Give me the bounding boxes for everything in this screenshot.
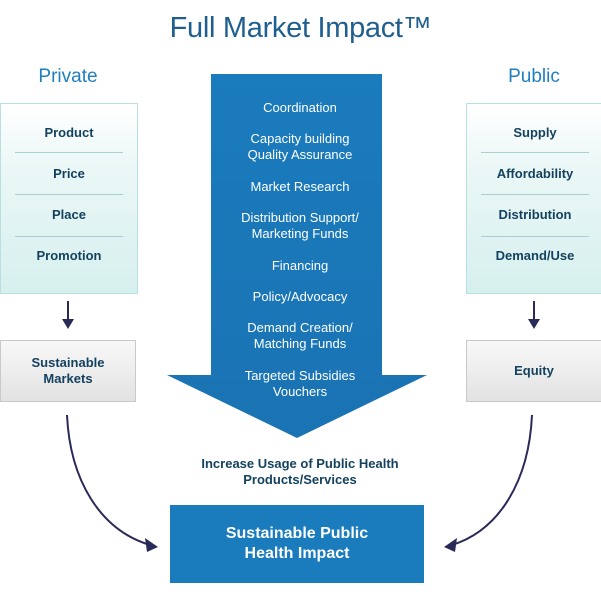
arrow-item-line: Demand Creation/ <box>247 320 353 335</box>
arrow-item-line: Distribution Support/ <box>241 210 359 225</box>
arrow-item-line: Policy/Advocacy <box>252 289 348 304</box>
arrow-item-line: Financing <box>271 258 329 273</box>
increase-usage-text: Increase Usage of Public Health Products… <box>150 456 450 488</box>
sustainable-markets-box: Sustainable Markets <box>0 340 136 402</box>
increase-usage-line2: Products/Services <box>243 472 357 487</box>
arrow-item-capacity: Capacity building Quality Assurance <box>200 131 400 163</box>
divider <box>15 236 123 237</box>
arrow-item-distribution-support: Distribution Support/ Marketing Funds <box>200 210 400 242</box>
public-heading: Public <box>508 66 560 87</box>
private-mix-box: Product Price Place Promotion <box>0 103 138 294</box>
private-item-promotion: Promotion <box>36 248 102 263</box>
arrow-item-policy: Policy/Advocacy <box>200 289 400 305</box>
right-curve-arrow <box>451 414 533 546</box>
private-item-price: Price <box>53 166 85 181</box>
private-heading: Private <box>38 66 98 87</box>
arrow-item-line: Targeted Subsidies <box>244 368 356 383</box>
public-item-affordability: Affordability <box>496 166 574 181</box>
arrow-item-coordination: Coordination <box>200 100 400 116</box>
divider <box>481 236 589 237</box>
page-title: Full Market Impact™ <box>169 12 432 44</box>
public-item-supply: Supply <box>513 125 557 140</box>
public-mix-box: Supply Affordability Distribution Demand… <box>466 103 601 294</box>
health-impact-line1: Sustainable Public <box>225 525 369 542</box>
public-down-arrow-icon <box>528 301 540 329</box>
divider <box>481 194 589 195</box>
equity-box: Equity <box>466 340 601 402</box>
public-item-distribution: Distribution <box>498 207 572 222</box>
sustainable-markets-line1: Sustainable <box>31 355 105 370</box>
equity-label: Equity <box>514 363 554 378</box>
arrow-item-line: Coordination <box>263 100 337 115</box>
health-impact-box: Sustainable Public Health Impact <box>170 505 424 583</box>
arrow-item-market-research: Market Research <box>200 179 400 195</box>
arrow-item-line: Quality Assurance <box>247 147 353 162</box>
divider <box>481 152 589 153</box>
arrow-item-subsidies: Targeted Subsidies Vouchers <box>200 368 400 400</box>
arrow-item-line: Matching Funds <box>253 336 347 351</box>
arrow-item-line: Vouchers <box>272 384 328 399</box>
private-down-arrow-icon <box>62 301 74 329</box>
increase-usage-line1: Increase Usage of Public Health <box>201 456 399 471</box>
health-impact-line2: Health Impact <box>244 545 350 562</box>
arrow-item-line: Capacity building <box>250 131 350 146</box>
arrow-item-financing: Financing <box>200 258 400 274</box>
arrow-item-line: Marketing Funds <box>251 226 349 241</box>
arrow-item-line: Market Research <box>250 179 350 194</box>
public-item-demand-use: Demand/Use <box>495 248 575 263</box>
arrow-item-demand-creation: Demand Creation/ Matching Funds <box>200 320 400 352</box>
private-item-place: Place <box>52 207 86 222</box>
sustainable-markets-line2: Markets <box>43 371 93 386</box>
left-curve-arrow <box>66 414 151 546</box>
private-item-product: Product <box>44 125 94 140</box>
divider <box>15 152 123 153</box>
divider <box>15 194 123 195</box>
